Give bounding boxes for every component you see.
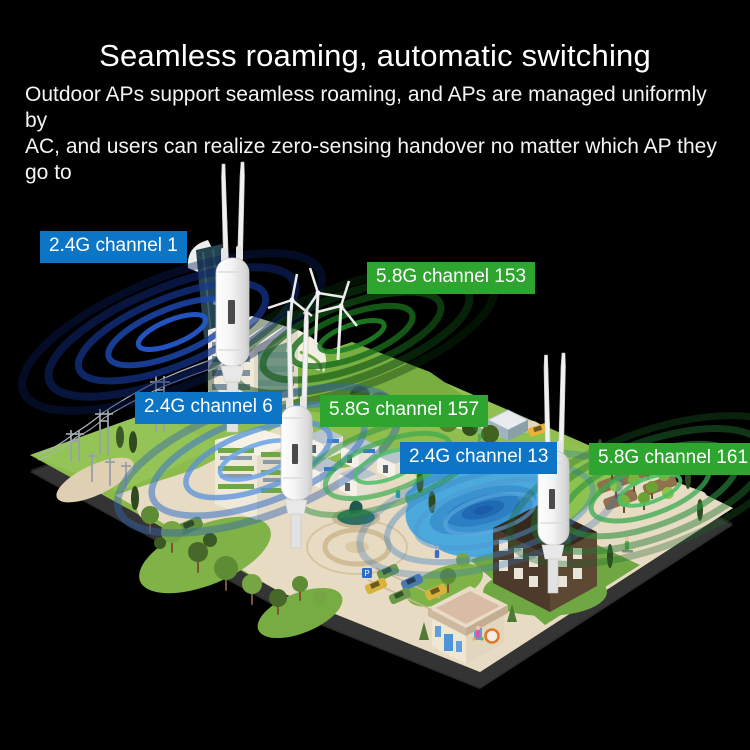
access-point-3 [537,352,570,594]
device-label [292,444,298,464]
power-lines [37,351,239,490]
antenna [221,163,229,263]
callout-2g4-channel-1: 2.4G channel 1 [40,231,187,263]
mounting-pole [547,558,559,594]
wind-turbines [267,267,358,361]
antenna [543,354,551,456]
shop-tree [507,604,517,622]
shop-building [419,586,517,664]
access-point-2 [280,308,313,549]
access-point-1 [215,161,250,433]
yellow-car [527,423,549,437]
green-car [176,516,204,536]
shop-tree [419,622,429,640]
device-label [549,489,555,509]
callout-2g4-channel-13: 2.4G channel 13 [400,442,558,474]
callout-5g8-channel-157: 5.8G channel 157 [320,395,489,427]
antenna [237,161,245,261]
subtitle: Outdoor APs support seamless roaming, an… [25,82,730,186]
parking-sign [362,568,372,578]
scooter-rider [622,536,633,553]
callout-2g4-channel-6: 2.4G channel 6 [135,392,282,424]
page-title: Seamless roaming, automatic switching [99,38,651,73]
plaza [306,500,408,575]
subtitle-line-1: Outdoor APs support seamless roaming, an… [25,83,707,132]
antenna [558,352,566,454]
shop-sign [484,628,500,644]
wifi-rings-ap1-blue [18,249,326,415]
callout-5g8-channel-161: 5.8G channel 161 [589,443,750,475]
svg-text:P: P [364,569,369,578]
callout-5g8-channel-153: 5.8G channel 153 [367,262,536,294]
mounting-pole [290,513,302,549]
subtitle-line-2: AC, and users can realize zero-sensing h… [25,135,717,158]
parking-lot: P [362,563,448,611]
parked-cars [364,563,448,605]
device-label [228,300,235,324]
subtitle-line-3: go to [25,161,72,184]
